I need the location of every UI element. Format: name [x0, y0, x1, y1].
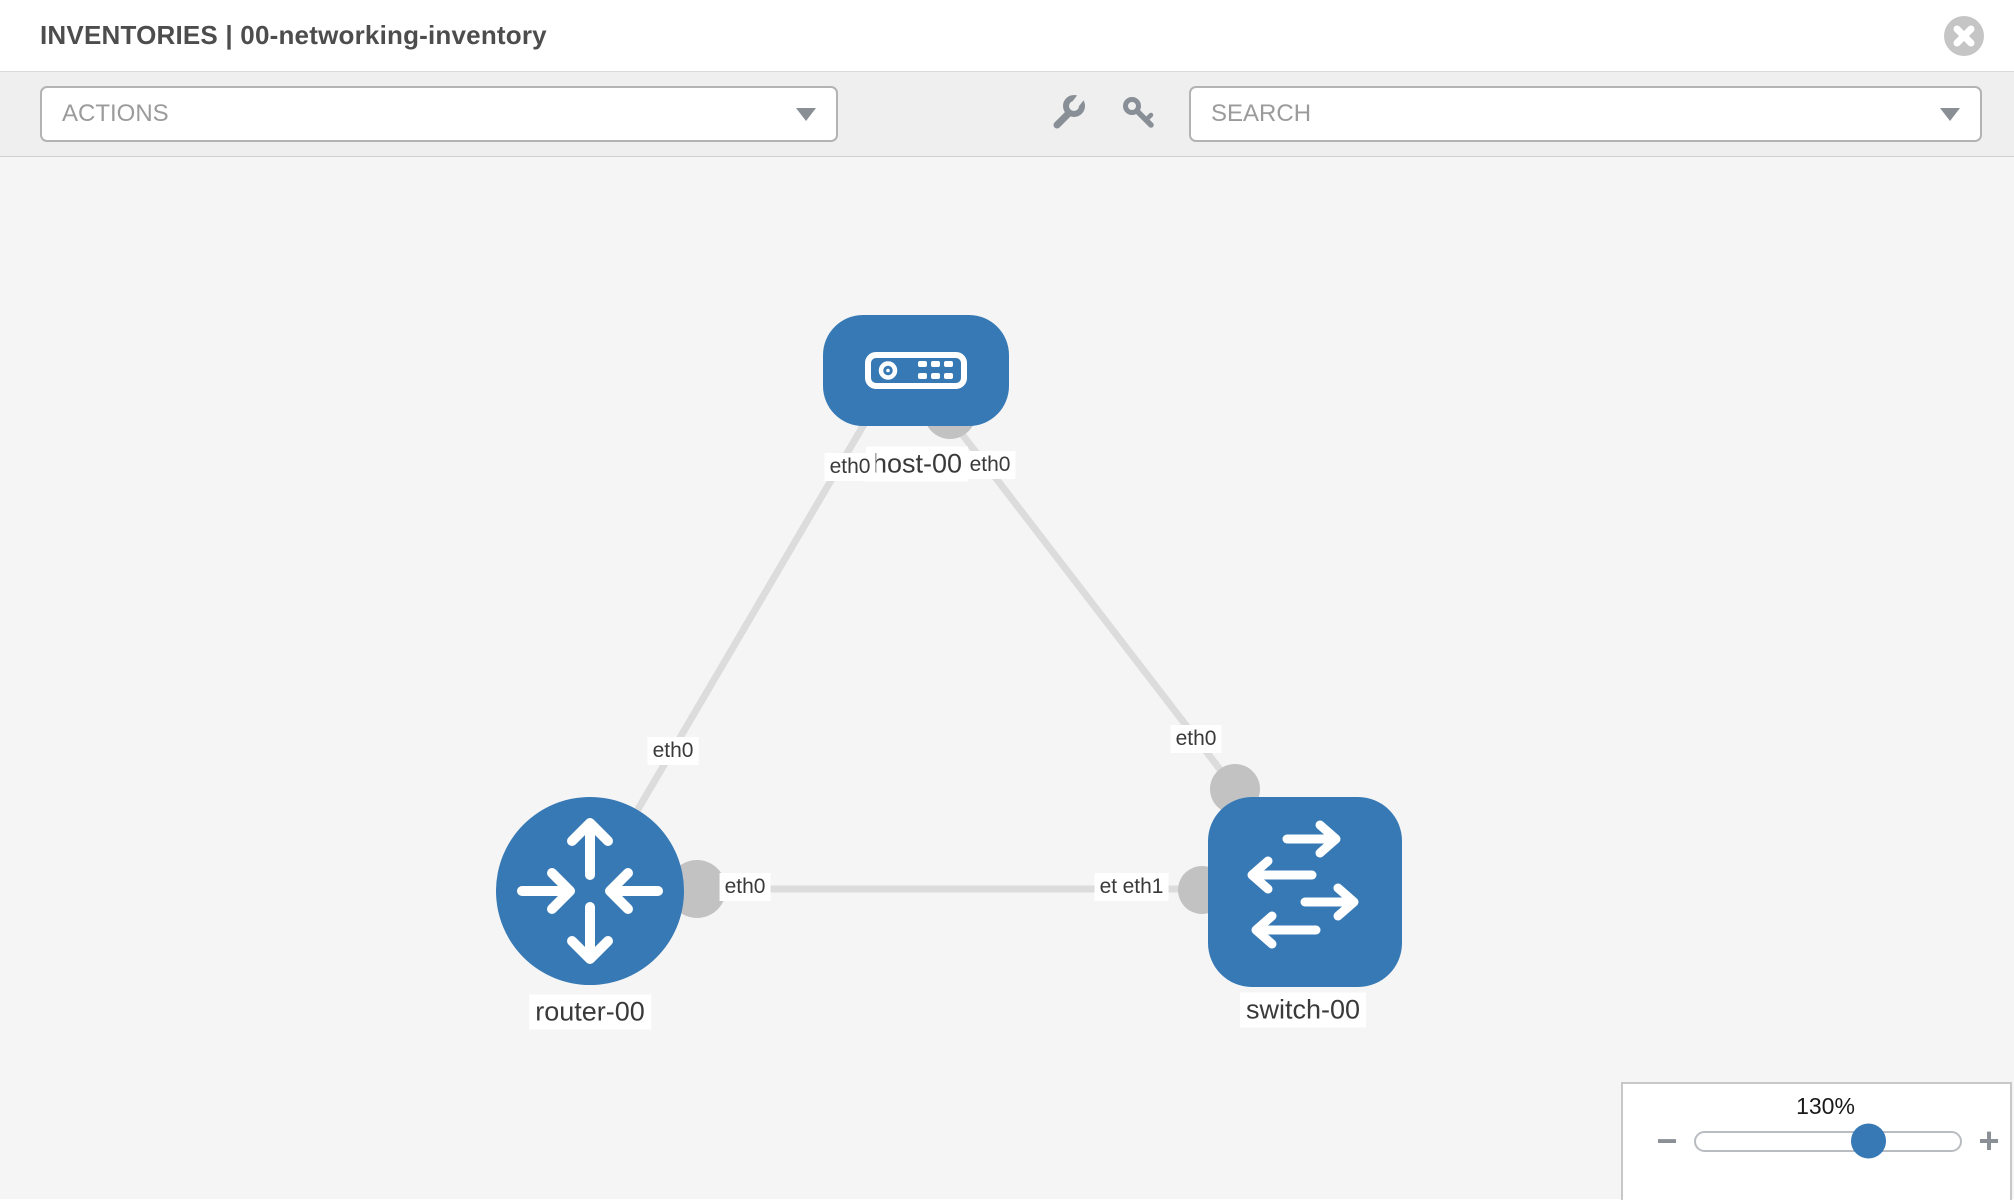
- search-dropdown[interactable]: SEARCH: [1189, 86, 1982, 142]
- port-label-router-eth0-top: eth0: [647, 737, 699, 765]
- wrench-icon: [1053, 94, 1085, 128]
- node-switch[interactable]: [1208, 797, 1402, 987]
- topology-canvas[interactable]: host-00 router-00 switch-00 eth0 eth0 et…: [0, 157, 2014, 1200]
- actions-dropdown-label: ACTIONS: [62, 100, 169, 127]
- node-label-host: host-00: [865, 446, 969, 482]
- switch-arrows-icon: [1247, 820, 1359, 949]
- key-icon: [1123, 96, 1154, 128]
- zoom-in-button[interactable]: +: [1978, 1120, 2000, 1161]
- router-arrows-icon: [517, 818, 663, 964]
- search-dropdown-label: SEARCH: [1211, 100, 1312, 127]
- port-label-host-eth0-right: eth0: [964, 451, 1016, 479]
- credentials-button[interactable]: [1120, 94, 1156, 135]
- zoom-slider-track[interactable]: [1694, 1123, 1962, 1159]
- topology-graph: [496, 315, 1402, 987]
- configure-button[interactable]: [1050, 94, 1086, 135]
- server-icon: [865, 352, 967, 389]
- chevron-down-icon: [1940, 107, 1960, 121]
- port-label-switch-eth0-top: eth0: [1170, 725, 1222, 753]
- zoom-slider-knob[interactable]: [1851, 1123, 1886, 1159]
- node-label-switch: switch-00: [1239, 992, 1367, 1028]
- node-host[interactable]: [823, 315, 1009, 426]
- header: INVENTORIES | 00-networking-inventory: [0, 0, 2014, 72]
- toolbar: ACTIONS SEARCH: [0, 72, 2014, 157]
- zoom-panel: 130% − +: [1621, 1082, 2012, 1200]
- node-router[interactable]: [496, 797, 684, 985]
- close-icon[interactable]: [1944, 15, 1984, 56]
- port-label-switch-eth1-left: eth1: [1117, 873, 1169, 901]
- port-label-host-eth0-left: eth0: [824, 453, 876, 481]
- page-title: INVENTORIES | 00-networking-inventory: [40, 20, 547, 50]
- zoom-level-value: 130%: [1796, 1093, 1855, 1119]
- node-label-router: router-00: [529, 994, 651, 1030]
- port-label-router-eth0-right: eth0: [719, 873, 771, 901]
- chevron-down-icon: [796, 107, 816, 121]
- zoom-out-button[interactable]: −: [1656, 1120, 1678, 1161]
- actions-dropdown[interactable]: ACTIONS: [40, 86, 838, 142]
